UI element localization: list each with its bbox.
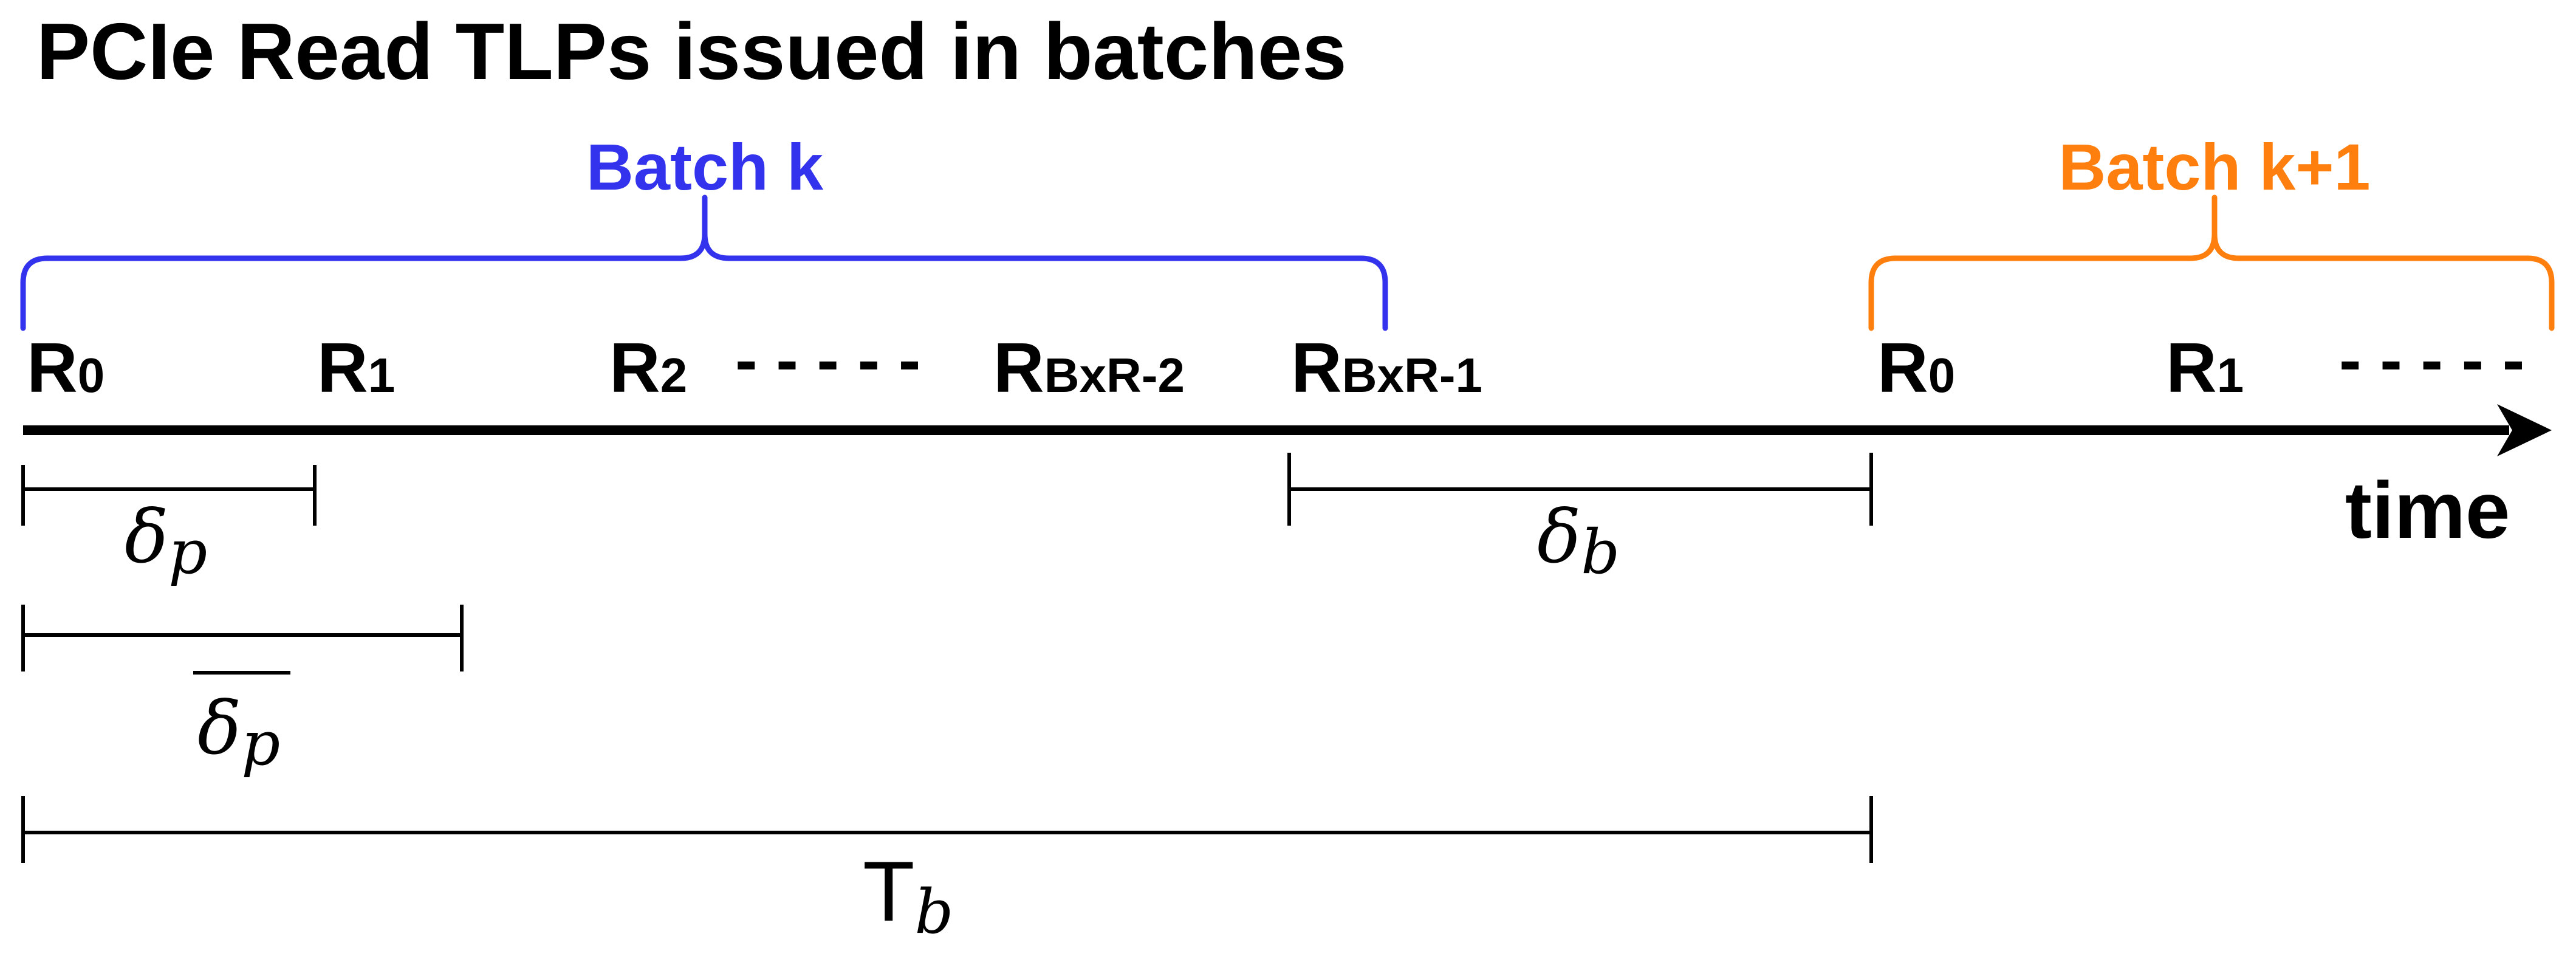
delta-b-interval (1287, 453, 1873, 526)
delta-p-interval (21, 465, 317, 526)
ellipsis-dashes-next: - - - - - (2339, 323, 2524, 397)
mean-delta-p-interval (21, 605, 464, 671)
mean-delta-p-label: δp (197, 687, 280, 779)
request-label-r1: R1 (317, 328, 395, 407)
request-label-r1-next: R1 (2166, 328, 2244, 407)
batch-k1-brace (1868, 194, 2555, 331)
batch-period-interval (21, 796, 1873, 863)
batch-k-label: Batch k (586, 130, 824, 204)
time-axis-label: time (2345, 465, 2510, 555)
ellipsis-dashes: - - - - - (735, 323, 920, 397)
request-label-r0: R0 (27, 328, 104, 407)
batch-k-brace (20, 194, 1388, 331)
delta-b-label: δb (1537, 495, 1620, 588)
request-label-r0-next: R0 (1877, 328, 1955, 407)
delta-p-label: δp (125, 495, 207, 588)
time-axis-arrowhead (2497, 404, 2552, 456)
request-label-rbxr-2: RBxR-2 (993, 328, 1185, 407)
diagram-title: PCIe Read TLPs issued in batches (36, 7, 1347, 96)
request-label-rbxr-1: RBxR-1 (1291, 328, 1482, 407)
request-label-r2: R2 (609, 328, 687, 407)
batch-k1-label: Batch k+1 (2058, 130, 2370, 204)
batch-period-label: Tb (863, 843, 954, 947)
